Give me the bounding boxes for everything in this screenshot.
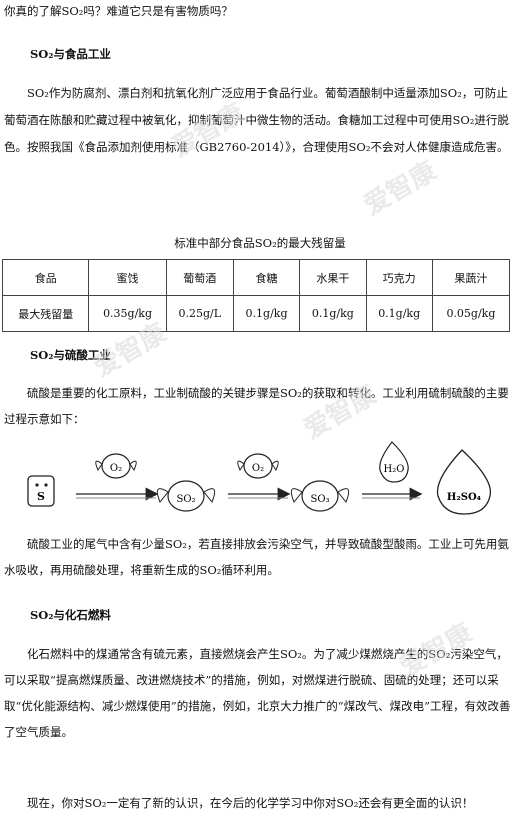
section2-heading: SO₂与硫酸工业 xyxy=(30,348,111,362)
table-cell: 0.35g/kg xyxy=(88,295,167,332)
sulfuric-acid-character: H₂SO₄ xyxy=(436,449,492,515)
sulfuric-acid-process-diagram: S O₂ SO₂ O₂ SO₃ H₂O H₂SO₄ xyxy=(27,441,492,515)
table-header-row: 食品 蜜饯 葡萄酒 食糖 水果干 巧克力 果蔬汁 xyxy=(1,259,511,296)
table-header-cell: 巧克力 xyxy=(365,259,433,296)
so3-character: SO₃ xyxy=(290,480,350,512)
section3-heading: SO₂与化石燃料 xyxy=(30,608,111,622)
label-o2: O₂ xyxy=(110,463,122,474)
table-caption: 标准中部分食品SO₂的最大残留量 xyxy=(174,236,346,250)
table-header-cell: 水果干 xyxy=(299,259,367,296)
table-cell: 0.1g/kg xyxy=(232,295,301,332)
so2-character: SO₂ xyxy=(156,480,216,512)
section3-paragraph: 化石燃料中的煤通常含有硫元素，直接燃烧会产生SO₂。为了减少煤燃烧产生的SO₂污… xyxy=(4,647,511,739)
label-h2so4: H₂SO₄ xyxy=(447,492,482,503)
sulfur-block: S xyxy=(27,475,55,507)
label-h2o: H₂O xyxy=(384,464,405,475)
watermark-logo: 爱智康 xyxy=(358,156,442,222)
table-header-cell: 食糖 xyxy=(232,259,301,296)
section2-paragraph-2: 硫酸工业的尾气中含有少量SO₂，若直接排放会污染空气，并导致硫酸型酸雨。工业上可… xyxy=(4,537,509,577)
label-o2: O₂ xyxy=(252,463,264,474)
table-header-cell: 蜜饯 xyxy=(88,259,167,296)
residue-table: 食品 蜜饯 葡萄酒 食糖 水果干 巧克力 果蔬汁 最大残留量 0.35g/kg … xyxy=(1,259,511,332)
table-header-cell: 葡萄酒 xyxy=(165,259,234,296)
label-so3: SO₃ xyxy=(310,494,329,505)
oxygen-character: O₂ xyxy=(237,453,279,479)
label-s: S xyxy=(37,490,45,503)
intro-line: 你真的了解SO₂吗？难道它只是有害物质吗？ xyxy=(4,4,233,18)
table-cell: 0.1g/kg xyxy=(299,295,367,332)
section1-heading: SO₂与食品工业 xyxy=(30,47,111,61)
table-cell: 0.05g/kg xyxy=(431,295,511,332)
table-cell: 0.1g/kg xyxy=(365,295,433,332)
section1-paragraph: SO₂作为防腐剂、漂白剂和抗氧化剂广泛应用于食品行业。葡萄酒酿制中适量添加SO₂… xyxy=(4,86,509,154)
closing-line: 现在，你对SO₂一定有了新的认识，在今后的化学学习中你对SO₂还会有更全面的认识… xyxy=(27,796,474,810)
table-cell: 最大残留量 xyxy=(1,295,90,332)
table-header-cell: 食品 xyxy=(1,259,90,296)
table-header-cell: 果蔬汁 xyxy=(431,259,511,296)
table-row: 最大残留量 0.35g/kg 0.25g/L 0.1g/kg 0.1g/kg 0… xyxy=(1,295,511,332)
water-character: H₂O xyxy=(379,441,409,483)
oxygen-character: O₂ xyxy=(95,453,137,479)
table-cell: 0.25g/L xyxy=(165,295,234,332)
section2-paragraph: 硫酸是重要的化工原料，工业制硫酸的关键步骤是SO₂的获取和转化。工业利用硫制硫酸… xyxy=(4,386,509,426)
label-so2: SO₂ xyxy=(176,494,195,505)
